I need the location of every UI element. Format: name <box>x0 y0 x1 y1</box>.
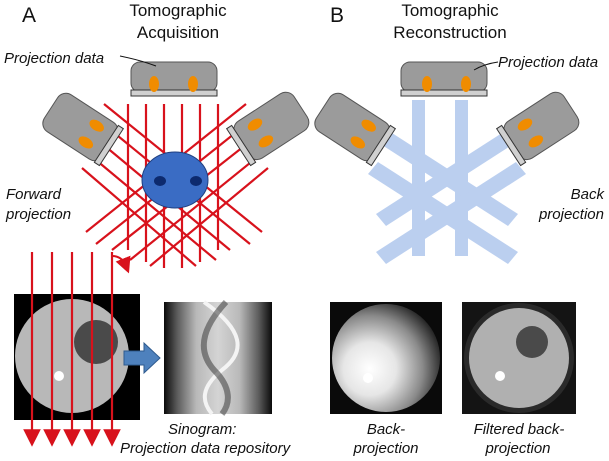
panel-b-title-line2: Reconstruction <box>393 23 507 42</box>
bp-image-label-line2: projection <box>353 440 419 457</box>
reconstruction-scene <box>314 61 580 264</box>
forward-projection-line2: projection <box>6 206 72 223</box>
filtered-backprojection-image <box>462 302 576 414</box>
panel-a-title-line2: Acquisition <box>136 23 220 42</box>
to-sinogram-arrow <box>123 341 161 375</box>
backprojection-image <box>330 302 442 414</box>
panel-b-projection-label: Projection data <box>498 54 599 71</box>
detector-top-b <box>400 61 488 97</box>
fbp-image-label-line2: projection <box>485 440 551 457</box>
detector-top <box>130 61 218 97</box>
fbp-image-label-line1: Filtered back- <box>473 421 565 438</box>
detector-left-b <box>314 92 397 167</box>
phantom-scan <box>14 252 140 447</box>
projection-label-pointer-a <box>119 55 157 67</box>
forward-projection-line1: Forward <box>6 186 62 203</box>
acquisition-scene <box>42 55 310 268</box>
detector-right <box>225 91 310 167</box>
bp-image-label-line1: Back- <box>366 421 406 438</box>
detector-left <box>42 92 125 167</box>
backprojection-beams <box>368 100 526 264</box>
panel-b-letter: B <box>330 4 345 27</box>
object-inner-spot-right <box>190 176 202 186</box>
sinogram-label-line2: Projection data repository <box>120 440 291 457</box>
object-inner-spot-left <box>154 176 166 186</box>
back-projection-line1: Back <box>570 186 604 203</box>
panel-a-projection-label: Projection data <box>4 50 105 67</box>
panel-a-title-line1: Tomographic <box>129 1 227 20</box>
detector-right-b <box>495 91 580 167</box>
panel-a-letter: A <box>22 4 37 27</box>
projection-label-pointer-b <box>473 61 499 71</box>
scanned-object <box>141 151 209 209</box>
back-projection-line2: projection <box>538 206 604 223</box>
panel-b-title-line1: Tomographic <box>401 1 499 20</box>
sinogram-label-line1: Sinogram: <box>168 421 237 438</box>
sinogram-image <box>164 299 272 416</box>
